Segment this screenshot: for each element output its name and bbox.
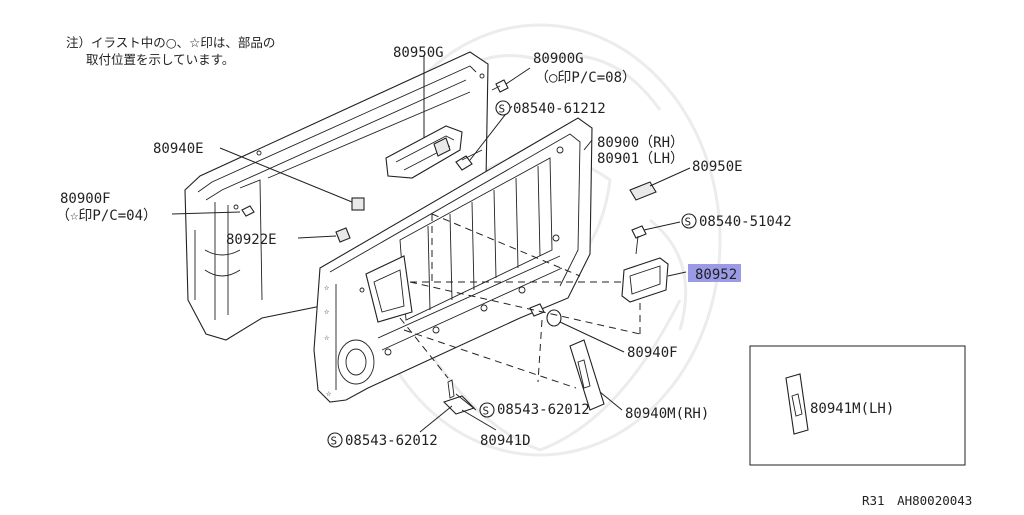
label-80900F: 80900F <box>60 191 111 207</box>
door-trim-panel: ☆ ☆ ☆ ☆ <box>313 117 593 403</box>
screw-08540-51042 <box>631 225 647 255</box>
leader-lines <box>171 56 808 433</box>
bolt-80900G <box>491 79 509 93</box>
clip-80941D <box>442 379 476 415</box>
label-80900G: 80900G <box>533 51 584 67</box>
label-80900G-sub: （○印P/C=08） <box>535 70 636 86</box>
highlight-80952 <box>688 264 741 282</box>
label-80941D: 80941D <box>480 433 531 449</box>
inset-box-80941M: 80941M(LH) <box>749 345 966 466</box>
screw-08540-61212 <box>455 149 483 171</box>
s-mark: S <box>483 405 490 418</box>
label-08543-62012-a: 08543-62012 <box>497 402 590 418</box>
note-line-2: 取付位置を示しています。 <box>86 52 234 67</box>
label-80900-rh: 80900（RH） <box>597 135 684 151</box>
label-80900F-sub: （☆印P/C=04） <box>56 208 157 224</box>
label-80940M-rh: 80940M(RH) <box>625 406 709 422</box>
label-80940E: 80940E <box>153 141 204 157</box>
label-08540-61212: 08540-61212 <box>513 101 606 117</box>
label-08540-51042: 08540-51042 <box>699 214 792 230</box>
star-mark: ☆ <box>324 307 330 317</box>
clip-80900F <box>233 204 255 217</box>
label-80941M-lh: 80941M(LH) <box>810 401 894 417</box>
s-mark: S <box>685 216 692 229</box>
inner-handle-80950G <box>385 125 463 179</box>
pocket-80952 <box>621 257 669 303</box>
clip-80922E <box>335 227 351 243</box>
star-mark: ☆ <box>324 283 330 293</box>
clip-80940E <box>351 197 365 211</box>
s-mark: S <box>331 435 338 448</box>
cover-80940M <box>569 339 605 411</box>
label-80922E: 80922E <box>226 232 277 248</box>
cap-80950E <box>629 181 657 201</box>
label-80950G: 80950G <box>393 45 444 61</box>
star-mark: ☆ <box>326 389 332 399</box>
star-mark: ☆ <box>324 333 330 343</box>
label-80940F: 80940F <box>627 345 678 361</box>
s-marks: S S S S <box>327 100 697 448</box>
label-80952: 80952 <box>695 267 737 283</box>
s-mark: S <box>499 103 506 116</box>
label-80901-lh: 80901（LH） <box>597 151 684 167</box>
label-80950E: 80950E <box>692 159 743 175</box>
reference-code: R31 AH80020043 <box>862 493 972 508</box>
note-line-1: 注）イラスト中の○、☆印は、部品の <box>66 35 275 50</box>
assembly-dash-lines <box>399 213 641 389</box>
label-08543-62012-b: 08543-62012 <box>345 433 438 449</box>
